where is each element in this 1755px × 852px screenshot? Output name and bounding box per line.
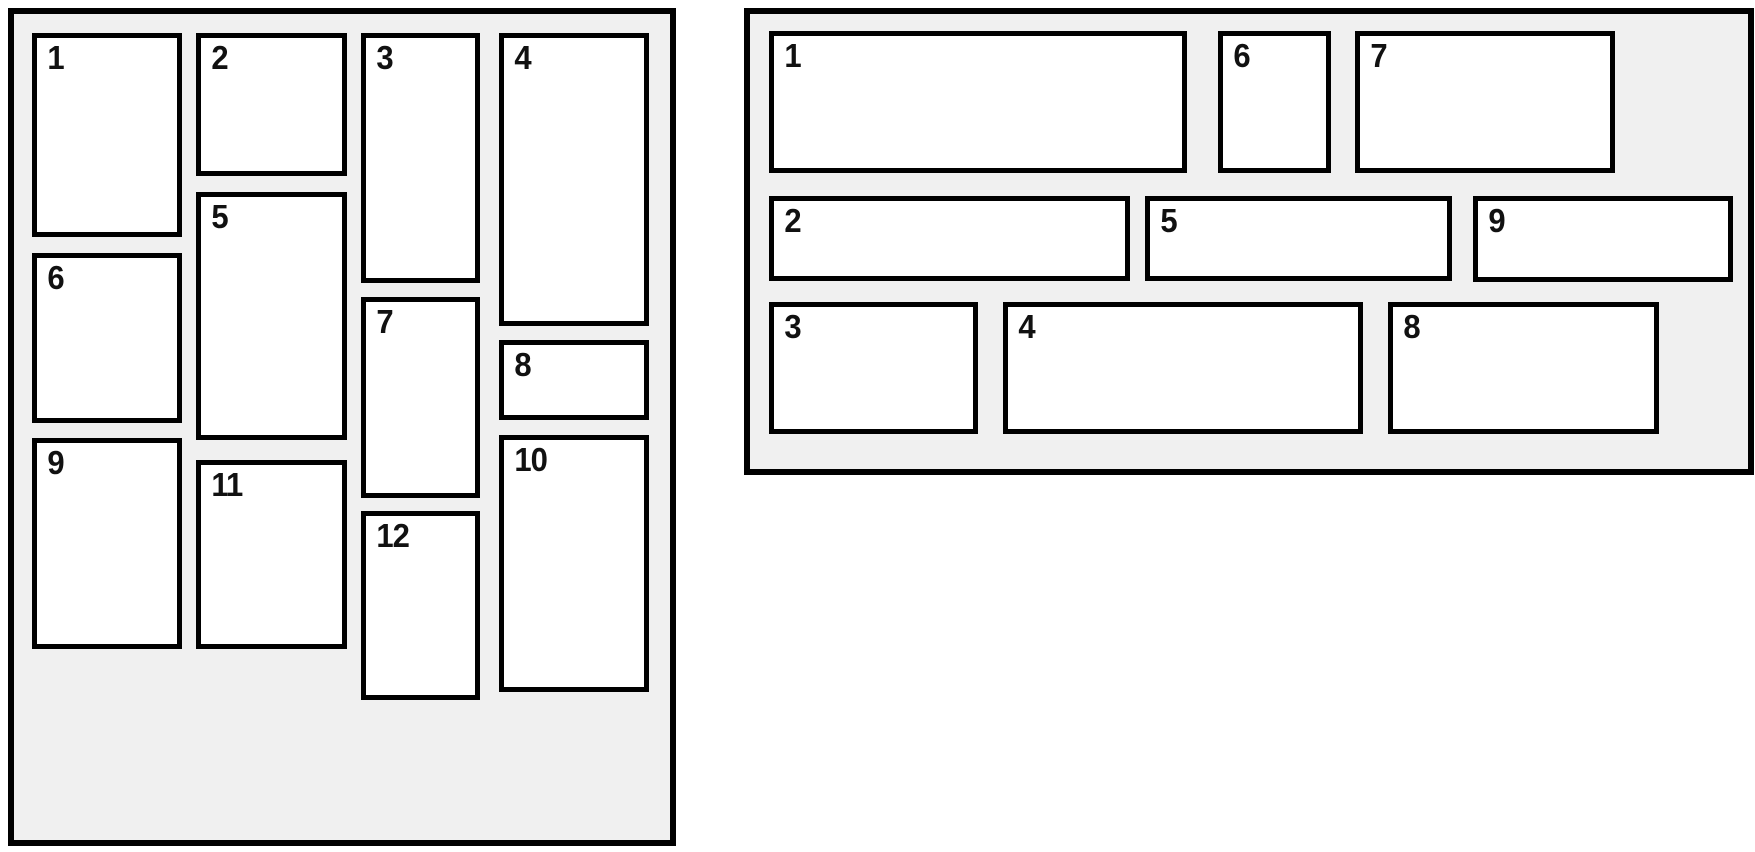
masonry-box-3: 3 [769,302,978,434]
masonry-box-12: 12 [361,511,480,700]
box-number-label: 8 [514,346,531,383]
masonry-box-11: 11 [196,460,347,649]
box-number-label: 6 [47,259,64,296]
masonry-box-6: 6 [32,253,182,423]
box-number-label: 8 [1403,308,1420,345]
box-number-label: 3 [376,39,393,76]
masonry-box-8: 8 [1388,302,1659,434]
box-number-label: 9 [47,444,64,481]
box-number-label: 4 [514,39,531,76]
masonry-box-1: 1 [769,31,1187,173]
box-number-label: 11 [211,466,243,503]
masonry-box-9: 9 [32,438,182,649]
box-number-label: 9 [1488,202,1505,239]
masonry-box-7: 7 [1355,31,1615,173]
masonry-box-1: 1 [32,33,182,237]
box-number-label: 5 [211,198,228,235]
masonry-box-3: 3 [361,33,480,283]
box-number-label: 7 [376,303,393,340]
box-number-label: 10 [514,441,548,478]
masonry-box-5: 5 [196,192,347,440]
box-number-label: 3 [784,308,801,345]
masonry-box-5: 5 [1145,196,1452,281]
masonry-box-2: 2 [769,196,1130,281]
box-number-label: 4 [1018,308,1035,345]
box-number-label: 2 [784,202,801,239]
box-number-label: 1 [47,39,64,76]
box-number-label: 2 [211,39,228,76]
masonry-box-6: 6 [1218,31,1331,173]
box-number-label: 1 [784,37,801,74]
masonry-box-8: 8 [499,340,649,420]
box-number-label: 5 [1160,202,1177,239]
masonry-box-4: 4 [499,33,649,326]
masonry-box-7: 7 [361,297,480,498]
box-number-label: 7 [1370,37,1387,74]
masonry-box-2: 2 [196,33,347,176]
box-number-label: 6 [1233,37,1250,74]
masonry-box-9: 9 [1473,196,1733,282]
box-number-label: 12 [376,517,410,554]
masonry-box-10: 10 [499,435,649,692]
masonry-box-4: 4 [1003,302,1363,434]
